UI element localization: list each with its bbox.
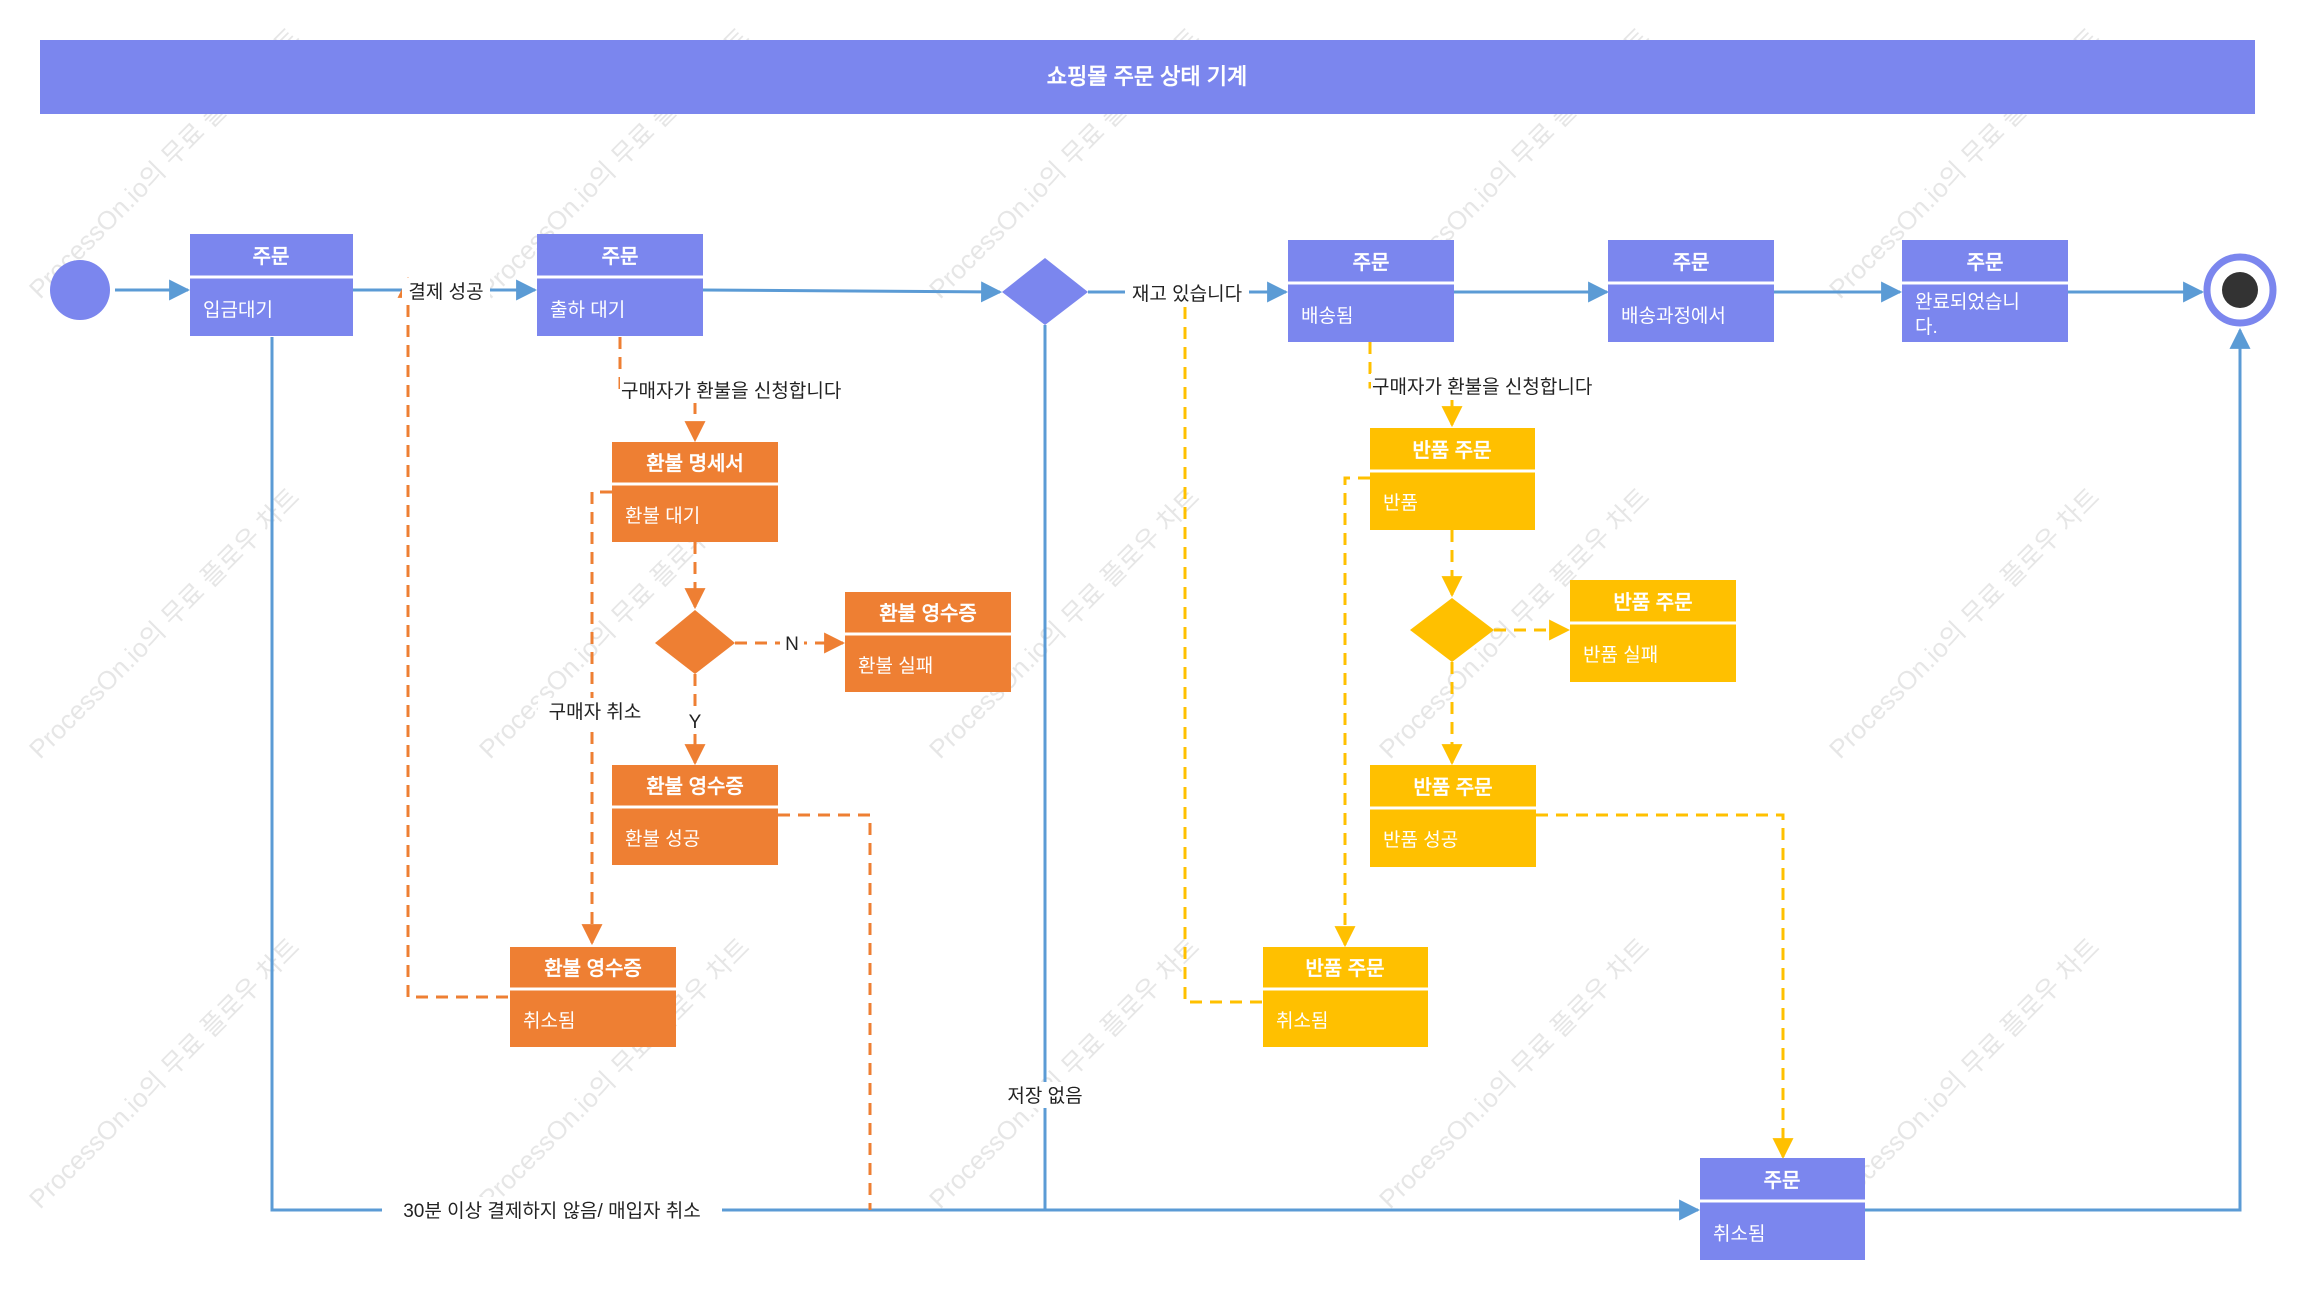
node-body: 반품 성공 [1383, 829, 1458, 851]
edge-return-cancel [1334, 476, 1370, 948]
edge-return-canceled-back [1174, 281, 1262, 1004]
node-body: 반품 실패 [1583, 644, 1658, 666]
node-body-line-2: 다. [1915, 316, 1938, 338]
refund-flow-edges [397, 276, 872, 1210]
return-decision-diamond [1410, 598, 1494, 662]
node-body: 환불 실패 [858, 655, 933, 677]
edge-timeout-cancel [270, 337, 1701, 1221]
node-head: 반품 주문 [1305, 957, 1384, 980]
node-return-failed: 반품 주문 반품 실패 [1570, 580, 1736, 682]
watermark-text: ProcessOn.io의 무료 플로우 차트 [23, 932, 305, 1214]
node-body: 배송됨 [1301, 305, 1353, 327]
node-body: 환불 대기 [625, 505, 700, 527]
watermark-text: ProcessOn.io의 무료 플로우 차트 [1823, 482, 2105, 764]
label-buyer-return: 구매자가 환불을 신청합니다 [1372, 376, 1592, 398]
node-body: 배송과정에서 [1621, 305, 1726, 327]
node-pending-shipment: 주문 출하 대기 [537, 234, 703, 336]
page-title: 쇼핑몰 주문 상태 기계 [1047, 64, 1248, 89]
node-pending-payment: 주문 입금대기 [190, 234, 353, 336]
node-refund-failed: 환불 영수증 환불 실패 [845, 592, 1011, 692]
node-body: 입금대기 [203, 299, 273, 321]
node-head: 반품 주문 [1413, 776, 1492, 799]
node-head: 주문 [1673, 252, 1710, 274]
node-head: 환불 영수증 [879, 602, 977, 625]
label-in-stock: 재고 있습니다 [1132, 283, 1242, 305]
node-body: 취소됨 [1713, 1223, 1765, 1245]
label-payment-success: 결제 성공 [408, 281, 483, 303]
end-node [2203, 253, 2277, 327]
label-no: N [785, 634, 799, 655]
node-head: 환불 명세서 [646, 452, 744, 475]
end-node-dot [2222, 272, 2258, 308]
node-in-delivery: 주문 배송과정에서 [1608, 240, 1774, 342]
edge-to-stock-decision [702, 281, 1003, 303]
label-yes: Y [689, 712, 702, 733]
node-head: 환불 영수증 [646, 775, 744, 798]
node-head: 주문 [1353, 252, 1390, 274]
watermark-text: ProcessOn.io의 무료 플로우 차트 [1823, 932, 2105, 1214]
main-flow-edges [115, 279, 2251, 1221]
node-head: 환불 영수증 [544, 957, 642, 980]
edge-refund-success-to-canceled [778, 813, 872, 1210]
node-body: 취소됨 [1276, 1010, 1328, 1032]
title-bar: 쇼핑몰 주문 상태 기계 [40, 40, 2255, 114]
edge-buyer-cancel [581, 490, 612, 946]
node-head: 주문 [1764, 1170, 1801, 1192]
node-head: 반품 주문 [1613, 591, 1692, 614]
node-canceled-final: 주문 취소됨 [1700, 1158, 1865, 1260]
refund-decision-diamond [655, 610, 735, 674]
node-refund-statement: 환불 명세서 환불 대기 [612, 442, 778, 542]
label-timeout-cancel: 30분 이상 결제하지 않음/ 매입자 취소 [403, 1200, 701, 1222]
edge-return-success-to-canceled [1536, 813, 1794, 1160]
edge-canceled-to-end [1865, 327, 2251, 1212]
node-refund-canceled: 환불 영수증 취소됨 [510, 947, 676, 1047]
edge-labels: 결제 성공 재고 있습니다 구매자가 환불을 신청합니다 구매자가 환불을 신청… [382, 278, 1623, 1223]
title-bar-bg [40, 40, 2255, 114]
label-buyer-refund: 구매자가 환불을 신청합니다 [621, 380, 841, 402]
node-return-success: 반품 주문 반품 성공 [1370, 765, 1536, 867]
node-head: 주문 [1967, 252, 2004, 274]
node-refund-success: 환불 영수증 환불 성공 [612, 765, 778, 865]
edge-refund-canceled-back [397, 276, 508, 999]
node-shipped: 주문 배송됨 [1288, 240, 1454, 342]
start-node [50, 260, 110, 320]
label-no-stock: 저장 없음 [1007, 1085, 1082, 1107]
node-head: 반품 주문 [1412, 439, 1491, 462]
node-body: 취소됨 [523, 1010, 575, 1032]
watermark-text: ProcessOn.io의 무료 플로우 차트 [23, 482, 305, 764]
node-body-line-1: 완료되었습니 [1915, 291, 2020, 313]
node-head: 주문 [253, 246, 290, 268]
node-return-order: 반품 주문 반품 [1370, 428, 1535, 530]
node-body: 반품 [1383, 492, 1418, 514]
node-body: 환불 성공 [625, 828, 700, 850]
watermark-layer: ProcessOn.io의 무료 플로우 차트 ProcessOn.io의 무료… [23, 22, 2105, 1214]
label-buyer-cancel: 구매자 취소 [549, 701, 642, 723]
node-body: 출하 대기 [550, 299, 625, 321]
node-head: 주문 [602, 246, 639, 268]
stock-decision-diamond [1002, 258, 1088, 325]
node-return-canceled: 반품 주문 취소됨 [1263, 947, 1428, 1047]
watermark-text: ProcessOn.io의 무료 플로우 차트 [923, 932, 1205, 1214]
node-completed: 주문 완료되었습니 다. [1902, 240, 2068, 342]
